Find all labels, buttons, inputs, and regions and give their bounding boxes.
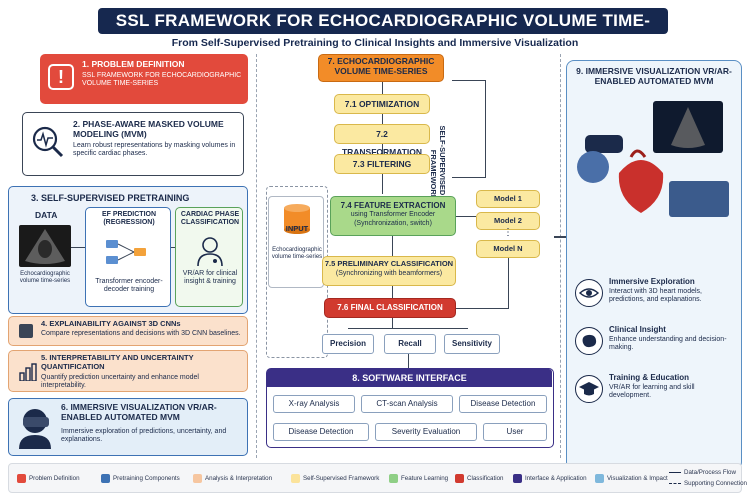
mvm-box: 2. PHASE-AWARE MASKED VOLUME MODELING (M… [22, 112, 244, 176]
immersive-right-panel: 9. IMMERSIVE VISUALIZATION VR/AR-ENABLED… [566, 60, 742, 470]
explain-body: Compare representations and decisions wi… [41, 330, 241, 337]
input-caption: Echocardiographic volume time-series [271, 247, 323, 261]
model-1: Model 1 [476, 190, 540, 208]
magnifier-icon [31, 125, 65, 159]
interp-title: 5. INTERPRETABILITY AND UNCERTAINTY QUAN… [41, 353, 194, 371]
metric-sensitivity: Sensitivity [444, 334, 500, 354]
vr-headset-icon [15, 407, 55, 449]
step74-body: using Transformer Encoder (Synchronizati… [350, 211, 436, 227]
legend-item: Analysis & Interpretation [193, 474, 272, 483]
step73-box: 7.3 FILTERING [334, 154, 430, 174]
problem-title: 1. PROBLEM DEFINITION [82, 59, 185, 69]
legend-line-solid: Data/Process Flow [669, 469, 736, 476]
page-title: SSL FRAMEWORK FOR ECHOCARDIOGRAPHIC VOLU… [98, 8, 668, 56]
immersive-left-body: Immersive exploration of predictions, un… [61, 428, 227, 444]
graduation-cap-icon [575, 375, 603, 403]
puzzle-icon [19, 324, 33, 338]
mvm-title: 2. PHASE-AWARE MASKED VOLUME MODELING (M… [73, 119, 224, 139]
database-icon [283, 203, 311, 235]
sw-user[interactable]: User [483, 423, 547, 441]
legend: Problem Definition Pretraining Component… [8, 463, 747, 493]
ef-caption: Transformer encoder-decoder training [95, 278, 163, 294]
bar-chart-icon [19, 363, 37, 382]
model-2: Model 2 [476, 212, 540, 230]
echo-image [19, 225, 71, 267]
feature-3-title: Training & Education [609, 373, 690, 382]
explain-title: 4. EXPLAINABILITY AGAINST 3D CNNs [41, 319, 181, 328]
doctor-icon [196, 236, 224, 267]
phase-caption: VR/AR for clinical insight & training [182, 270, 238, 286]
software-title: 8. SOFTWARE INTERFACE [267, 369, 552, 387]
explainability-box: 4. EXPLAINABILITY AGAINST 3D CNNs Compar… [8, 316, 248, 346]
model-n: Model N [476, 240, 540, 258]
immersive-right-title: 9. IMMERSIVE VISUALIZATION VR/AR-ENABLED… [576, 66, 732, 86]
eye-icon [575, 279, 603, 307]
vr-scene-illustration [573, 95, 735, 223]
interpretability-box: 5. INTERPRETABILITY AND UNCERTAINTY QUAN… [8, 350, 248, 392]
feature-item-2: Clinical Insight Enhance understanding a… [575, 323, 735, 373]
metric-precision: Precision [322, 334, 374, 354]
interp-body: Quantify prediction uncertainty and enha… [41, 374, 199, 390]
legend-line-dashed: Supporting Connection [669, 480, 747, 487]
alert-icon: ! [48, 64, 74, 90]
pretraining-title: 3. SELF-SUPERVISED PRETRAINING [31, 193, 190, 203]
step71-box: 7.1 OPTIMIZATION [334, 94, 430, 114]
sw-disease-1[interactable]: Disease Detection [459, 395, 547, 413]
step7-label: 7. ECHOCARDIOGRAPHIC VOLUME TIME-SERIES [327, 56, 435, 76]
brain-icon [575, 327, 603, 355]
phase-panel: CARDIAC PHASE CLASSIFICATION VR/AR for c… [175, 207, 243, 307]
legend-item: Problem Definition [17, 474, 80, 483]
data-caption: Echocardiographic volume time-series [19, 271, 71, 285]
sw-severity[interactable]: Severity Evaluation [375, 423, 477, 441]
step75-title: 7.5 PRELIMINARY CLASSIFICATION [324, 259, 454, 268]
models-ellipsis: ⋮ [503, 227, 513, 238]
step75-body: (Synchronizing with beamformers) [335, 269, 443, 277]
step74-box: 7.4 FEATURE EXTRACTION using Transformer… [330, 196, 456, 236]
step72-box: 7.2 TRANSFORMATION [334, 124, 430, 157]
pretraining-box: 3. SELF-SUPERVISED PRETRAINING DATA Echo… [8, 186, 248, 314]
ef-title: EF PREDICTION (REGRESSION) [101, 211, 157, 227]
data-label: DATA [35, 210, 58, 220]
immersive-left-title: 6. IMMERSIVE VISUALIZATION VR/AR-ENABLED… [61, 402, 217, 422]
metric-recall: Recall [384, 334, 436, 354]
sw-xray[interactable]: X-ray Analysis [273, 395, 355, 413]
feature-3-body: VR/AR for learning and skill development… [609, 384, 695, 400]
legend-item: Pretraining Components [101, 474, 180, 483]
step74-title: 7.4 FEATURE EXTRACTION [340, 201, 446, 210]
legend-item: Self-Supervised Framework [291, 474, 379, 483]
page-subtitle: From Self-Supervised Pretraining to Clin… [171, 37, 579, 49]
network-icon [104, 236, 154, 270]
feature-1-body: Interact with 3D heart models, predictio… [609, 288, 702, 304]
mvm-body: Learn robust representations by masking … [73, 142, 236, 158]
problem-definition-box: ! 1. PROBLEM DEFINITION SSL FRAMEWORK FO… [40, 54, 248, 104]
software-interface-box: 8. SOFTWARE INTERFACE X-ray Analysis CT-… [266, 368, 554, 448]
ef-prediction-panel: EF PREDICTION (REGRESSION) Transformer e… [85, 207, 171, 307]
immersive-left-box: 6. IMMERSIVE VISUALIZATION VR/AR-ENABLED… [8, 398, 248, 456]
input-label: INPUT [285, 224, 309, 233]
legend-item: Feature Learning [389, 474, 448, 483]
legend-item: Classification [455, 474, 503, 483]
step76-box: 7.6 FINAL CLASSIFICATION [324, 298, 456, 318]
legend-item: Interface & Application [513, 474, 587, 483]
sw-disease-2[interactable]: Disease Detection [273, 423, 369, 441]
framework-bracket [452, 80, 486, 178]
phase-title: CARDIAC PHASE CLASSIFICATION [180, 211, 240, 227]
feature-item-3: Training & Education VR/AR for learning … [575, 371, 735, 421]
feature-1-title: Immersive Exploration [609, 277, 695, 286]
feature-2-title: Clinical Insight [609, 325, 666, 334]
sw-ct[interactable]: CT-scan Analysis [361, 395, 453, 413]
feature-item-1: Immersive Exploration Interact with 3D h… [575, 275, 735, 325]
step75-box: 7.5 PRELIMINARY CLASSIFICATION (Synchron… [322, 256, 456, 286]
legend-item: Visualization & Impact [595, 474, 668, 483]
problem-body: SSL FRAMEWORK FOR ECHOCARDIOGRAPHIC VOLU… [82, 72, 242, 88]
step7-box: 7. ECHOCARDIOGRAPHIC VOLUME TIME-SERIES [318, 54, 444, 82]
input-box: INPUT Echocardiographic volume time-seri… [268, 196, 324, 288]
feature-2-body: Enhance understanding and decision-makin… [609, 336, 727, 352]
